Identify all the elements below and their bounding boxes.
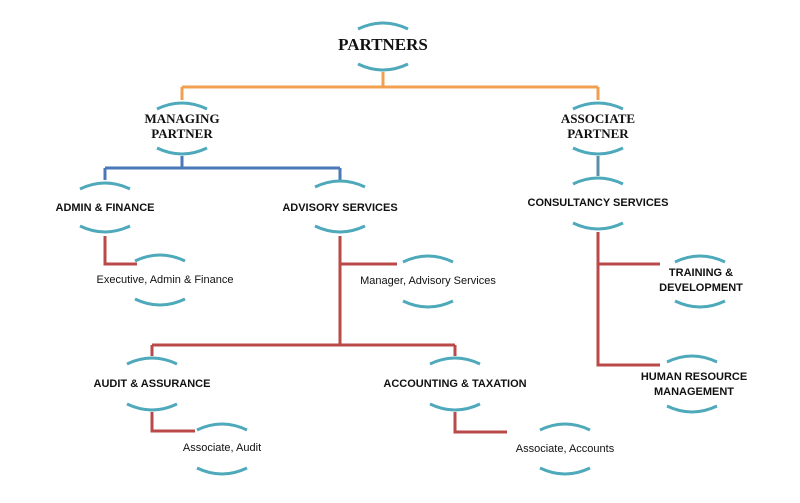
arc-top-icon [572,101,624,111]
arc-top-icon [79,181,131,191]
arc-bottom-icon [572,221,624,231]
arc-bottom-icon [402,299,454,309]
node-associate-accounts: Associate, Accounts [515,443,615,455]
label-line: MANAGEMENT [653,386,735,398]
node-advisory-services: ADVISORY SERVICES [282,202,398,214]
node-managing-partner: MANAGING PARTNER [144,111,219,141]
arc-top-icon [196,422,248,432]
node-human-resource: HUMAN RESOURCE MANAGEMENT [641,370,747,400]
label-line: HUMAN RESOURCE [640,371,748,383]
node-accounting-taxation: ACCOUNTING & TAXATION [383,378,527,390]
label-line: PARTNER [567,126,629,141]
node-manager-advisory: Manager, Advisory Services [360,275,496,287]
arc-top-icon [539,422,591,432]
arc-bottom-icon [429,402,481,412]
arc-bottom-icon [572,146,624,156]
connector-partners [180,72,600,100]
node-admin-finance: ADMIN & FINANCE [55,202,155,214]
node-associate-partner: ASSOCIATE PARTNER [561,111,635,141]
arc-top-icon [674,254,726,264]
arc-top-icon [666,354,718,364]
arc-bottom-icon [674,299,726,309]
label-line: TRAINING & [668,267,734,279]
connector-consultancy [596,232,660,367]
arc-top-icon [402,254,454,264]
arc-bottom-icon [666,404,718,414]
node-associate-audit: Associate, Audit [182,442,262,454]
connector-managing [103,156,342,180]
node-audit-assurance: AUDIT & ASSURANCE [93,378,211,390]
arc-bottom-icon [314,224,366,234]
arc-bottom-icon [79,224,131,234]
connector-admin [103,236,137,266]
arc-bottom-icon [156,146,208,156]
node-training-development: TRAINING & DEVELOPMENT [659,266,743,296]
arc-bottom-icon [196,466,248,476]
node-consultancy-services: CONSULTANCY SERVICES [527,197,669,209]
node-executive-admin-finance: Executive, Admin & Finance [96,274,234,286]
connector-audit [150,412,195,433]
arc-bottom-icon [539,466,591,476]
arc-bottom-icon [134,297,186,307]
arc-top-icon [572,176,624,186]
connector-advisory [150,236,457,356]
arc-top-icon [357,21,409,31]
label-line: MANAGING [144,111,220,126]
arc-top-icon [156,101,208,111]
arc-bottom-icon [357,62,409,72]
label-line: DEVELOPMENT [659,282,743,294]
node-partners: PARTNERS [338,35,428,54]
arc-top-icon [134,253,186,263]
arc-top-icon [429,356,481,366]
arc-top-icon [314,179,366,189]
arc-bottom-icon [126,402,178,412]
label-line: PARTNER [151,126,213,141]
arc-top-icon [126,356,178,366]
connector-accounting [453,412,507,434]
label-line: ASSOCIATE [560,111,636,126]
